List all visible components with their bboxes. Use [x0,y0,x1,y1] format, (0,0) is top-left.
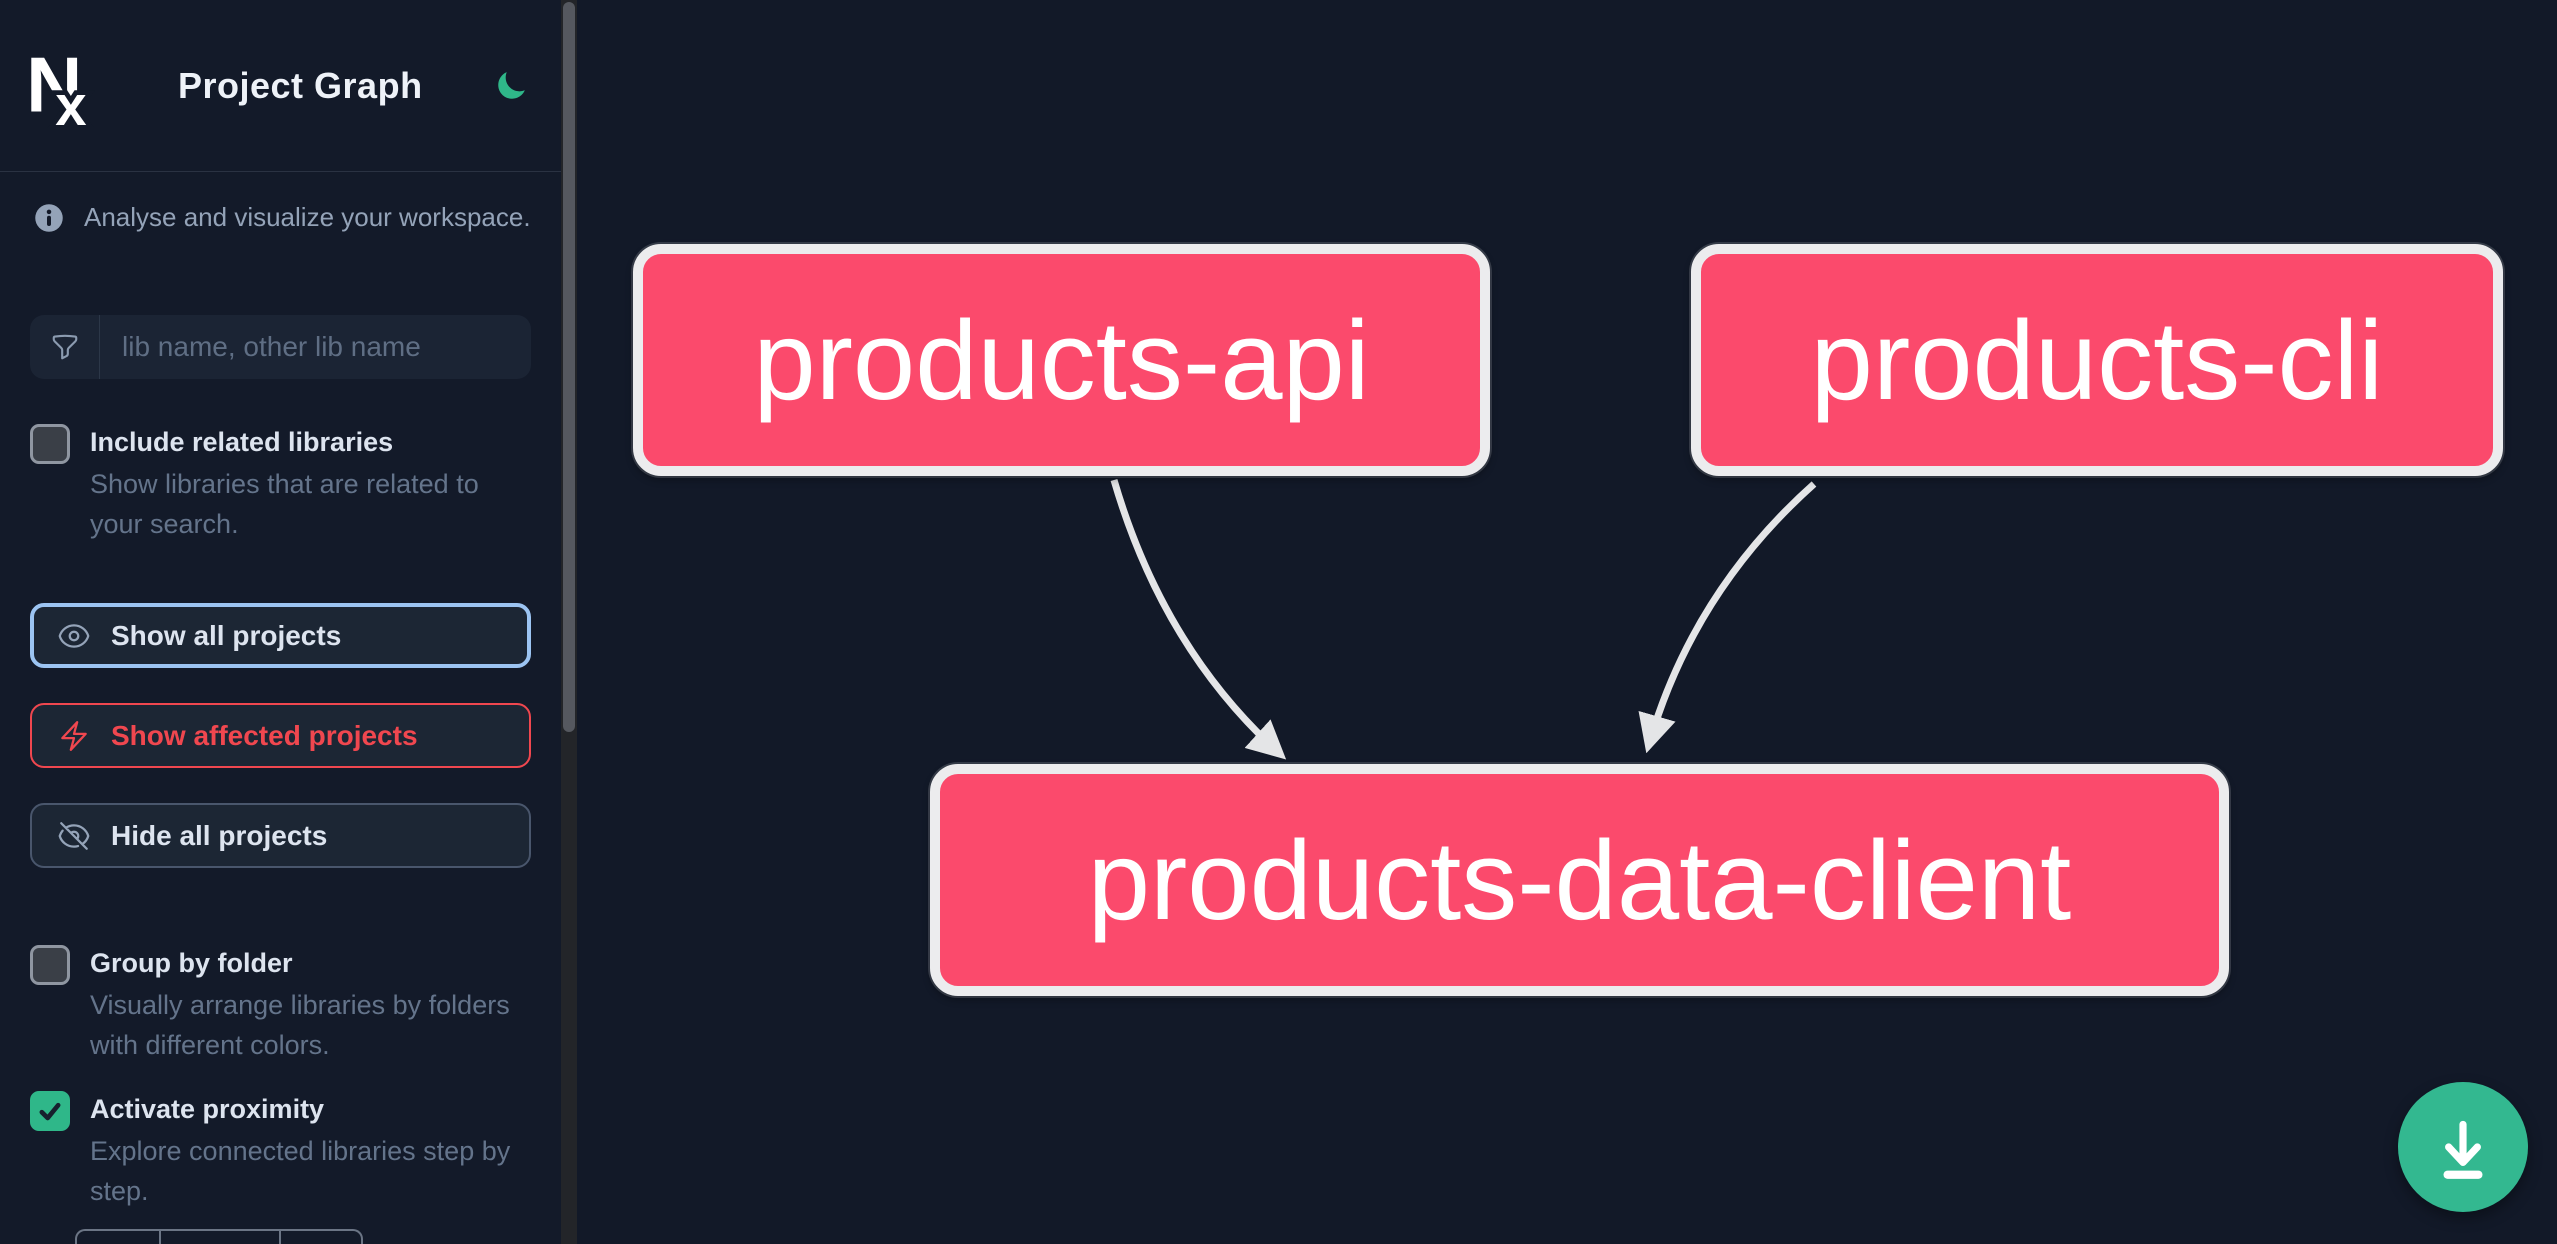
show-all-projects-button[interactable]: Show all projects [30,603,531,668]
sidebar-scrollbar-thumb[interactable] [563,2,575,732]
proximity-depth-stepper[interactable] [75,1229,363,1244]
filter-funnel-icon [30,315,100,379]
moon-icon [498,71,525,99]
svg-text:x: x [55,73,86,127]
include-related-checkbox[interactable] [30,424,70,464]
check-icon [39,1102,61,1121]
node-label: products-api [753,297,1370,423]
stepper-increment-segment[interactable] [281,1231,361,1244]
bolt-icon [61,720,87,751]
group-by-folder-label: Group by folder [90,948,293,978]
download-icon [2443,1120,2483,1179]
eye-icon [58,623,90,648]
group-by-folder-checkbox[interactable] [30,945,70,985]
node-label: products-data-client [1087,817,2072,943]
include-related-label: Include related libraries [90,427,394,457]
eye-slash-icon [58,821,90,850]
svg-text:N: N [30,44,82,128]
hide-all-projects-label: Hide all projects [111,819,328,851]
node-label: products-cli [1810,297,2384,423]
search-box [30,315,531,379]
show-affected-projects-label: Show affected projects [111,719,418,751]
nx-logo-icon: N x [30,44,91,128]
activate-proximity-checkbox[interactable] [30,1091,70,1131]
activate-proximity-description: Explore connected libraries step by step… [90,1136,511,1206]
node-products-data-client[interactable]: products-data-client [930,764,2229,996]
group-by-folder-description: Visually arrange libraries by folders wi… [90,990,510,1060]
show-all-projects-label: Show all projects [111,619,342,651]
sidebar: N x Project Graph Analyse and visualize … [0,0,561,1244]
include-related-description: Show libraries that are related to your … [90,469,479,539]
info-icon [35,203,63,232]
activate-proximity-checkbox-row[interactable]: Activate proximity Explore connected lib… [0,1089,561,1211]
show-affected-projects-button[interactable]: Show affected projects [30,703,531,768]
node-products-api[interactable]: products-api [633,244,1490,476]
workspace-info-row: Analyse and visualize your workspace. [34,202,531,233]
stepper-value-segment [161,1231,281,1244]
hide-all-projects-button[interactable]: Hide all projects [30,803,531,868]
download-image-button[interactable] [2398,1082,2528,1212]
sidebar-header: N x Project Graph [0,0,561,172]
node-products-cli[interactable]: products-cli [1691,244,2503,476]
page-title: Project Graph [178,64,423,106]
workspace-info-text: Analyse and visualize your workspace. [84,202,531,232]
stepper-decrement-segment[interactable] [77,1231,161,1244]
dark-mode-toggle-button[interactable] [491,66,531,106]
include-related-checkbox-row[interactable]: Include related libraries Show libraries… [0,422,561,544]
graph-canvas[interactable] [577,0,2557,1244]
library-filter-input[interactable] [100,315,531,379]
activate-proximity-label: Activate proximity [90,1094,325,1124]
sidebar-scrollbar[interactable] [561,0,577,1244]
project-visibility-buttons: Show all projects Show affected projects… [30,603,531,868]
group-by-folder-checkbox-row[interactable]: Group by folder Visually arrange librari… [0,943,561,1065]
